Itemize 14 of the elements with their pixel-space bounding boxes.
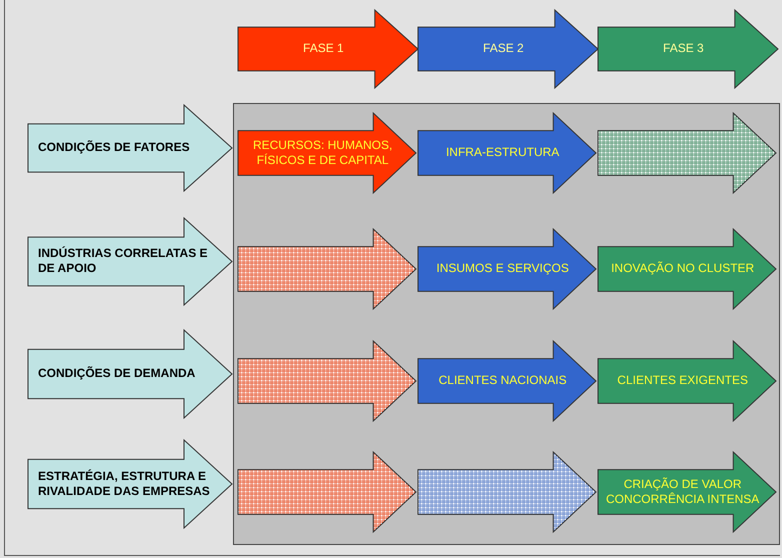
factor-label: ESTRATÉGIA, ESTRUTURA E RIVALIDADE DAS EMPRESAS — [38, 468, 211, 500]
phase-label: FASE 2 — [482, 40, 525, 58]
factor-label: INDÚSTRIAS CORRELATAS E DE APOIO — [38, 245, 209, 278]
arrow-label: INOVAÇÃO NO CLUSTER — [610, 260, 756, 278]
arrow-label: INSUMOS E SERVIÇOS — [435, 260, 570, 278]
factor-label: CONDIÇÕES DE FATORES — [38, 139, 191, 156]
arrow-label: RECURSOS: HUMANOS, FÍSICOS E DE CAPITAL — [252, 136, 394, 169]
arrow-label: CLIENTES EXIGENTES — [616, 372, 749, 390]
arrow-label: INFRA-ESTRUTURA — [444, 144, 560, 162]
arrow-label: CRIAÇÃO DE VALOR CONCORRÊNCIA INTENSA — [604, 476, 760, 508]
phase-label: FASE 3 — [662, 40, 705, 58]
arrow-label: CLIENTES NACIONAIS — [438, 372, 568, 390]
phase-label: FASE 1 — [302, 40, 345, 58]
factor-label: CONDIÇÕES DE DEMANDA — [38, 365, 196, 382]
